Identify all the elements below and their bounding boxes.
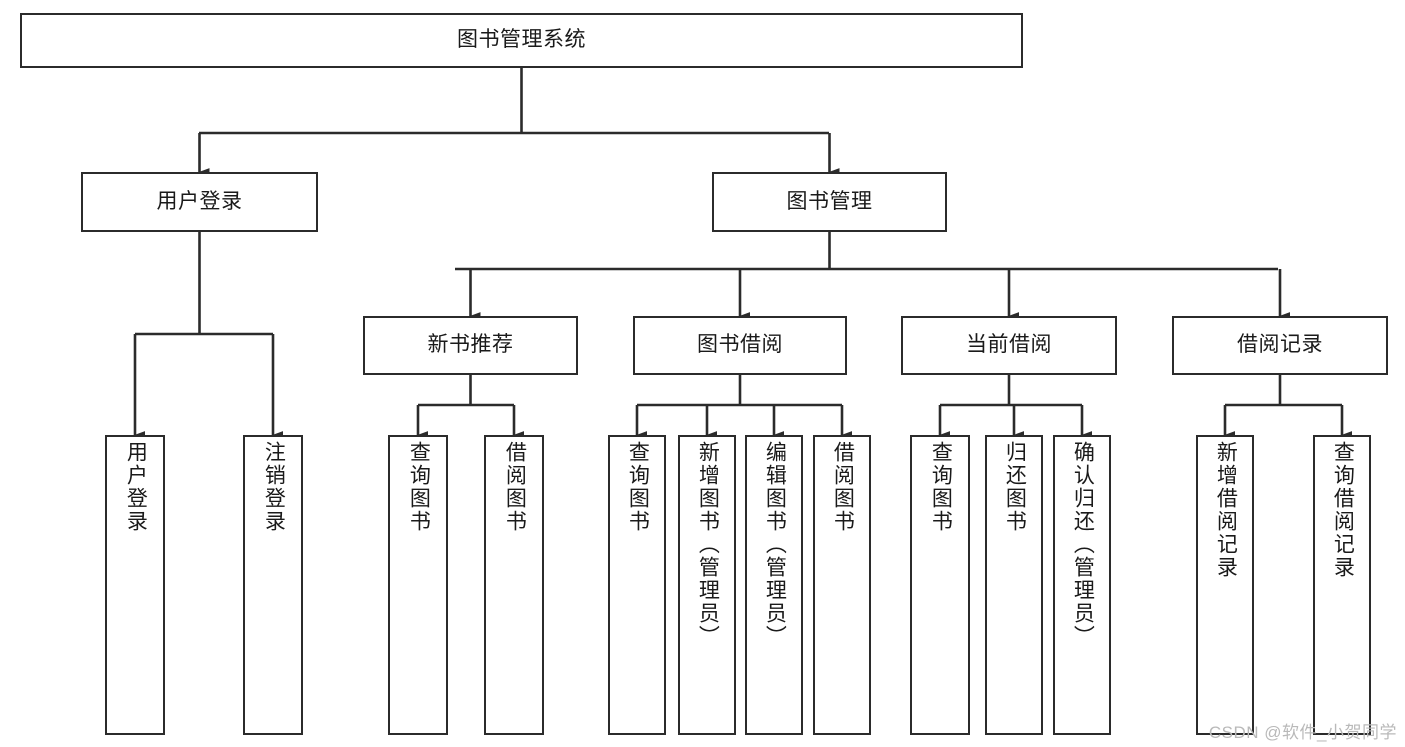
node-label-root: 图书管理系统 xyxy=(457,28,586,52)
node-root[interactable]: 图书管理系统 xyxy=(20,13,1023,68)
node-label-book-manage: 图书管理 xyxy=(786,189,873,213)
node-label-book-borrow: 图书借阅 xyxy=(697,333,783,357)
node-label-new-book-rec: 新书推荐 xyxy=(427,333,514,357)
node-label-leaf-query-3: 查询图书 xyxy=(929,441,953,533)
node-leaf-add-record[interactable]: 新增借阅记录 xyxy=(1196,435,1254,735)
node-label-leaf-add-record: 新增借阅记录 xyxy=(1214,441,1238,579)
node-leaf-borrow-2[interactable]: 借阅图书 xyxy=(813,435,871,735)
node-leaf-query-record[interactable]: 查询借阅记录 xyxy=(1313,435,1371,735)
node-label-leaf-query-2: 查询图书 xyxy=(626,441,650,533)
node-label-loan-record: 借阅记录 xyxy=(1237,333,1323,357)
node-loan-record[interactable]: 借阅记录 xyxy=(1172,316,1388,375)
node-label-user-login: 用户登录 xyxy=(156,189,243,213)
node-current-loan[interactable]: 当前借阅 xyxy=(901,316,1117,375)
node-label-leaf-query-1: 查询图书 xyxy=(407,441,431,533)
node-leaf-borrow-1[interactable]: 借阅图书 xyxy=(484,435,544,735)
node-new-book-rec[interactable]: 新书推荐 xyxy=(363,316,578,375)
node-leaf-add-book[interactable]: 新增图书（管理员） xyxy=(678,435,736,735)
node-leaf-edit-book[interactable]: 编辑图书（管理员） xyxy=(745,435,803,735)
node-leaf-query-1[interactable]: 查询图书 xyxy=(388,435,448,735)
node-label-leaf-user-login: 用户登录 xyxy=(124,441,148,533)
node-book-borrow[interactable]: 图书借阅 xyxy=(633,316,847,375)
node-leaf-user-logout[interactable]: 注销登录 xyxy=(243,435,303,735)
node-leaf-confirm-ret[interactable]: 确认归还（管理员） xyxy=(1053,435,1111,735)
node-leaf-query-3[interactable]: 查询图书 xyxy=(910,435,970,735)
node-label-leaf-borrow-2: 借阅图书 xyxy=(831,441,855,533)
node-leaf-return[interactable]: 归还图书 xyxy=(985,435,1043,735)
node-label-leaf-user-logout: 注销登录 xyxy=(262,441,286,533)
node-leaf-user-login[interactable]: 用户登录 xyxy=(105,435,165,735)
node-label-leaf-add-book: 新增图书（管理员） xyxy=(696,441,720,648)
node-label-leaf-edit-book: 编辑图书（管理员） xyxy=(763,441,787,648)
node-user-login[interactable]: 用户登录 xyxy=(81,172,318,232)
node-label-current-loan: 当前借阅 xyxy=(966,333,1052,357)
node-book-manage[interactable]: 图书管理 xyxy=(712,172,947,232)
node-label-leaf-return: 归还图书 xyxy=(1003,441,1027,533)
node-leaf-query-2[interactable]: 查询图书 xyxy=(608,435,666,735)
node-label-leaf-borrow-1: 借阅图书 xyxy=(503,441,527,533)
node-label-leaf-query-record: 查询借阅记录 xyxy=(1331,441,1355,579)
node-label-leaf-confirm-ret: 确认归还（管理员） xyxy=(1071,441,1095,648)
